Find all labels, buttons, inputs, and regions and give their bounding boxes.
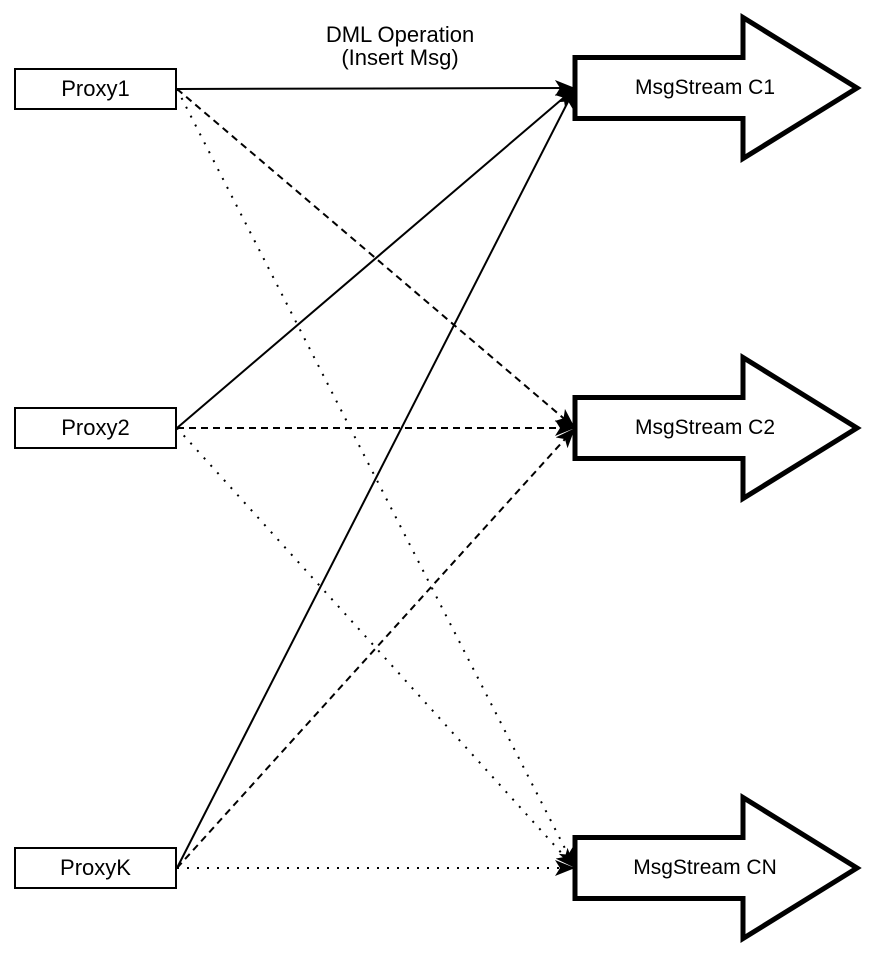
edge-proxyk-to-c2 [176,427,576,869]
dml-operation-label: DML Operation (Insert Msg) [280,23,520,69]
dml-operation-label-line2: (Insert Msg) [341,45,459,70]
node-proxyk-label: ProxyK [60,855,131,880]
node-proxy1: Proxy1 [14,68,177,110]
node-proxy2: Proxy2 [14,407,177,449]
node-proxy1-label: Proxy1 [61,76,130,101]
block-arrow-c1 [572,13,862,163]
edge-proxy1-to-c2 [176,88,576,429]
edge-proxyk-to-c1 [176,87,576,869]
edge-proxy2-to-c1 [176,87,576,429]
block-arrow-c2 [572,353,862,503]
edge-proxy1-to-c1 [176,80,576,97]
node-proxyk: ProxyK [14,847,177,889]
node-proxy2-label: Proxy2 [61,415,130,440]
block-arrow-cn [572,793,862,943]
dml-operation-label-line1: DML Operation [325,22,475,47]
